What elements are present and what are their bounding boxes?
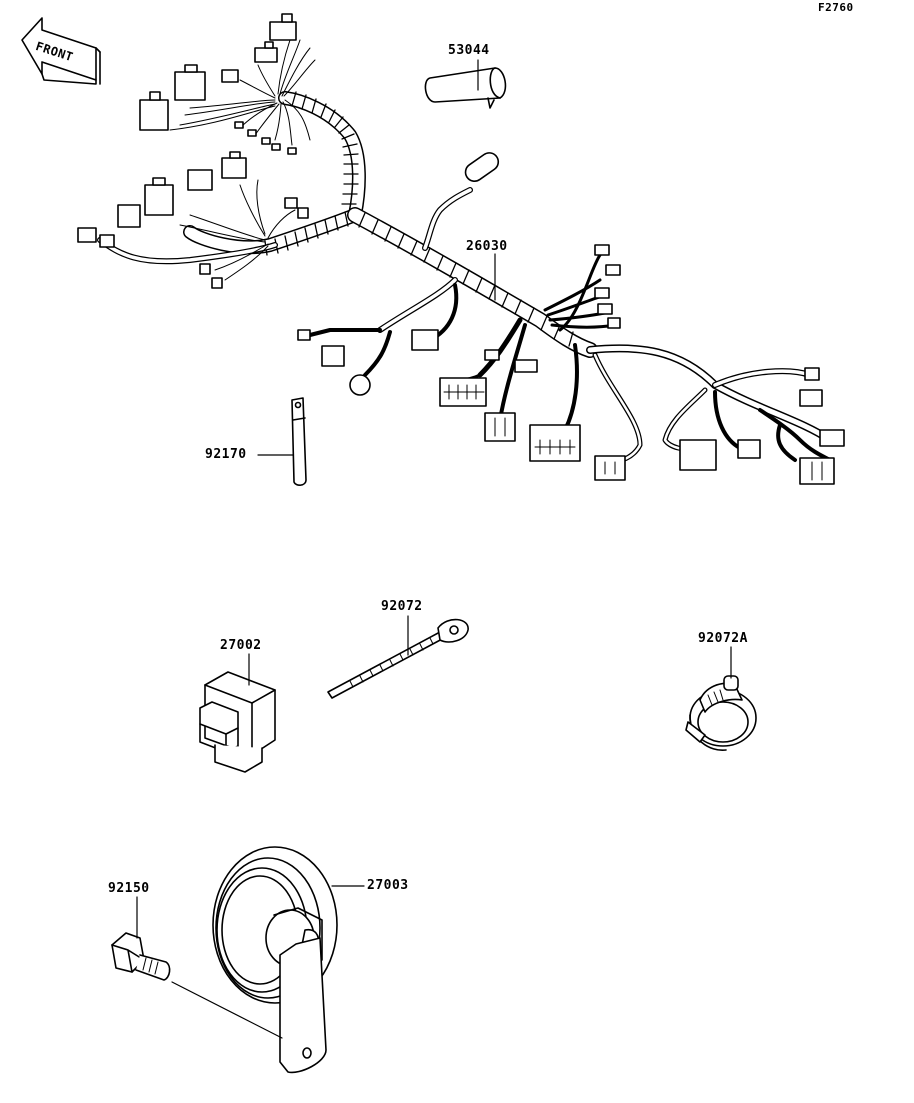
part-label-27002: 27002 <box>220 638 262 653</box>
wiring-harness-drawing <box>78 14 844 484</box>
part-27003-horn <box>213 847 337 1072</box>
part-label-92072a: 92072A <box>698 631 748 646</box>
part-label-27003: 27003 <box>367 878 409 893</box>
part-label-92150: 92150 <box>108 881 150 896</box>
part-label-53044: 53044 <box>448 43 490 58</box>
part-92150-bolt <box>112 933 170 980</box>
part-label-92072: 92072 <box>381 599 423 614</box>
part-92170-band <box>292 398 306 485</box>
leader-lines <box>137 60 731 1038</box>
part-label-26030: 26030 <box>466 239 508 254</box>
figure-code: F2760 <box>818 1 854 14</box>
part-92072a-clamp <box>686 676 756 750</box>
part-53044-sleeve <box>425 68 505 108</box>
front-arrow-icon <box>22 18 100 84</box>
part-label-92170: 92170 <box>205 447 247 462</box>
part-27002-relay <box>200 672 275 772</box>
part-92072-cable-tie <box>328 620 468 698</box>
